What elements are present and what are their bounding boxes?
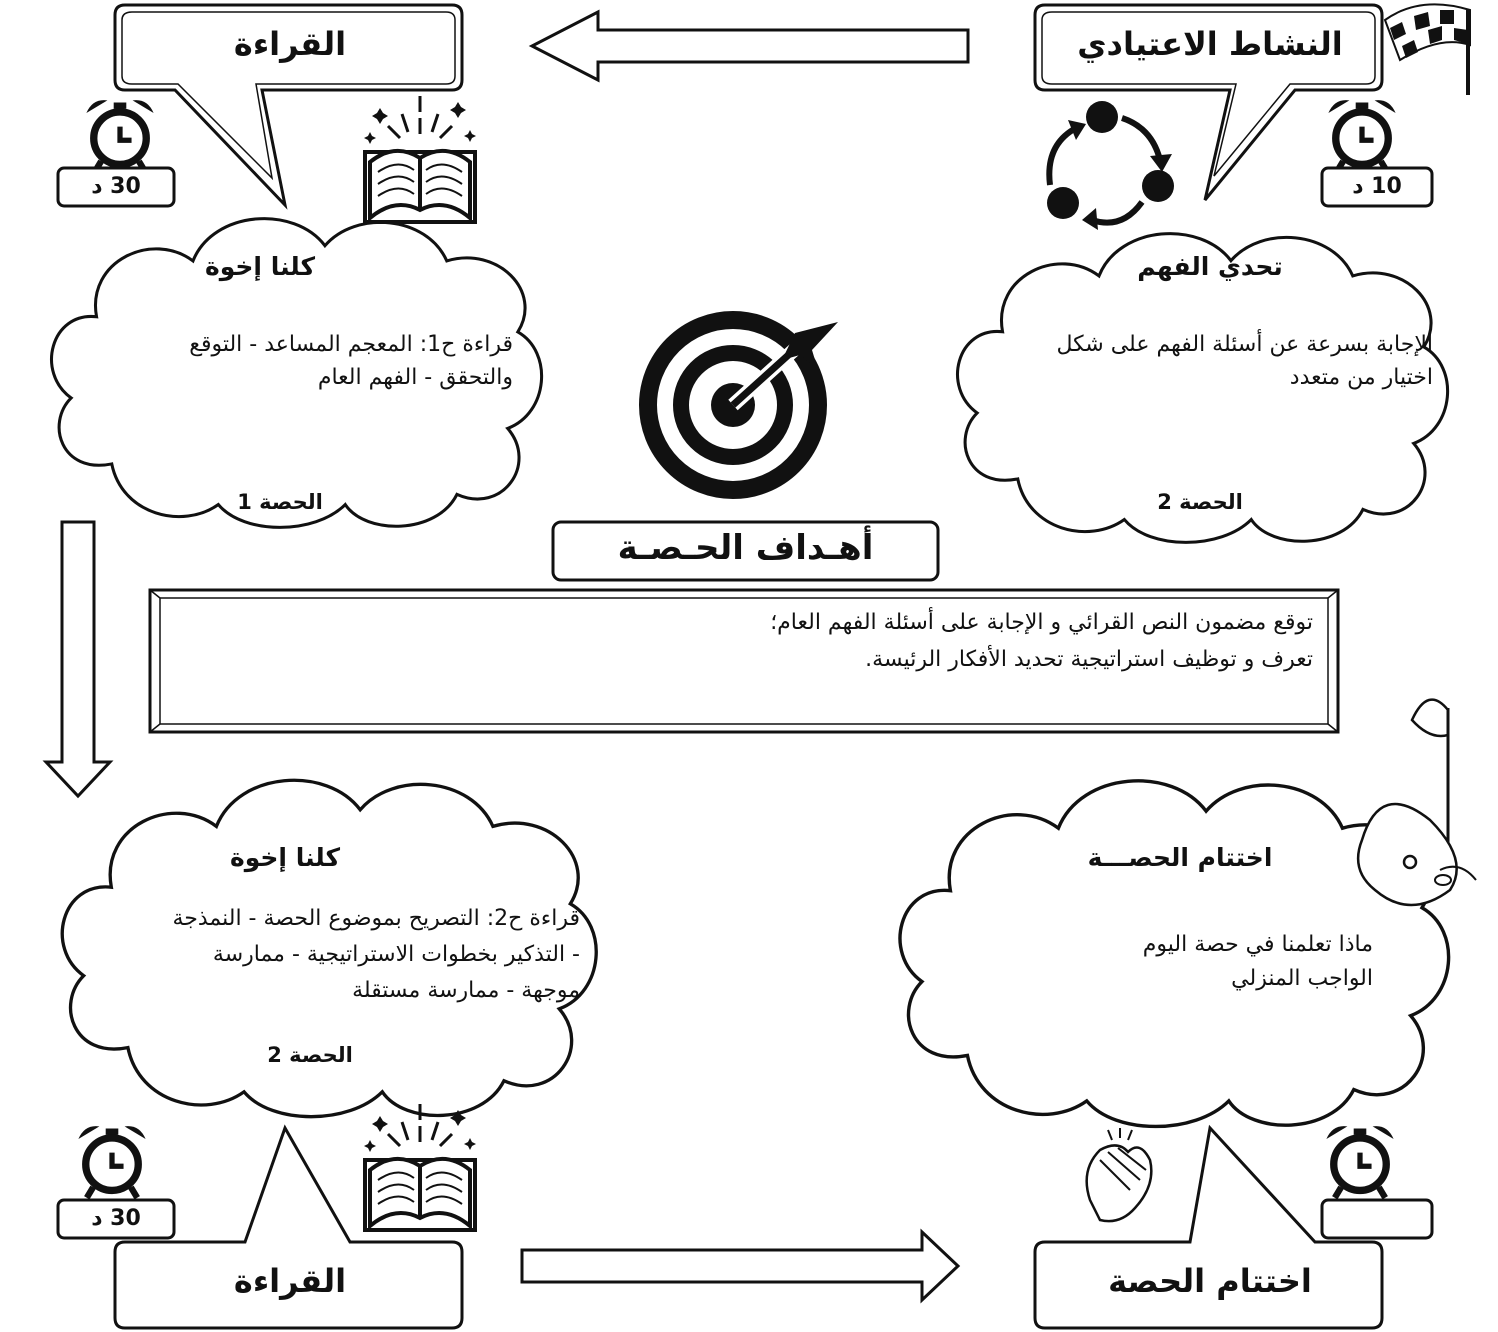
objective-line: توقع مضمون النص القرائي و الإجابة على أس… (770, 610, 1313, 635)
cloud-text-line: موجهة - ممارسة مستقلة (352, 978, 580, 1003)
target-icon (639, 311, 838, 499)
checkered-flag-icon (1383, 3, 1471, 95)
cloud-title: كلنا إخوة (204, 252, 316, 281)
arrow-top-left (528, 9, 970, 83)
lesson-label: الحصة 1 (237, 490, 323, 514)
cloud-title: كلنا إخوة (229, 843, 341, 872)
speech-title-top-right: النشاط الاعتيادي (1077, 25, 1343, 63)
cloud-text-line: الإجابة بسرعة عن أسئلة الفهم على شكل (1056, 332, 1433, 357)
cloud-text-line: قراءة ح2: التصريح بموضوع الحصة - النمذجة (172, 906, 580, 931)
speech-bubble-top-left (113, 3, 464, 210)
time-box (1320, 166, 1434, 208)
speech-bubble-bottom-right (1033, 1124, 1384, 1330)
cloud-text-line: الواجب المنزلي (1231, 966, 1373, 991)
objectives-box (148, 588, 1340, 734)
clapping-hands-icon (1085, 1128, 1153, 1223)
time-box (56, 166, 176, 208)
cloud-title: اختتام الحصـــة (1087, 843, 1273, 872)
time-label: 30 د (91, 1206, 141, 1231)
objectives-title-box (551, 520, 940, 582)
open-book-icon (362, 94, 478, 224)
speech-bubble-bottom-left (113, 1124, 464, 1330)
cloud-text-line: قراءة ح1: المعجم المساعد - التوقع (189, 332, 513, 357)
cloud-text-line: - التذكير بخطوات الاستراتيجية - ممارسة (212, 942, 580, 967)
alarm-clock-icon (1328, 100, 1395, 172)
arrow-bottom-right (520, 1228, 961, 1304)
speech-title-bottom-right: اختتام الحصة (1108, 1262, 1312, 1300)
alarm-clock-icon (78, 1126, 145, 1198)
time-box (56, 1198, 176, 1240)
cloud-title: تحدي الفهم (1137, 252, 1283, 281)
speech-title-bottom-left: القراءة (233, 1262, 347, 1300)
lesson-label: الحصة 2 (267, 1043, 353, 1067)
cloud-text-line: اختيار من متعدد (1289, 365, 1433, 390)
cycle-arrows-icon (1046, 101, 1174, 230)
arrow-down-left (42, 520, 114, 799)
golf-flag-icon (1356, 698, 1477, 907)
speech-bubble-top-right (1033, 3, 1384, 201)
time-label: 30 د (91, 174, 141, 199)
objectives-title: أهـداف الحـصـة (617, 528, 874, 568)
alarm-clock-icon (86, 100, 153, 172)
time-label: 10 د (1352, 174, 1402, 199)
objective-line: تعرف و توظيف استراتيجية تحديد الأفكار ال… (865, 647, 1313, 672)
cloud-text-line: والتحقق - الفهم العام (317, 365, 513, 390)
lesson-label: الحصة 2 (1157, 490, 1243, 514)
open-book-icon (362, 1102, 478, 1232)
time-box (1320, 1198, 1434, 1240)
alarm-clock-icon (1326, 1126, 1393, 1198)
cloud-text-line: ماذا تعلمنا في حصة اليوم (1142, 932, 1373, 957)
speech-title-top-left: القراءة (233, 25, 347, 63)
